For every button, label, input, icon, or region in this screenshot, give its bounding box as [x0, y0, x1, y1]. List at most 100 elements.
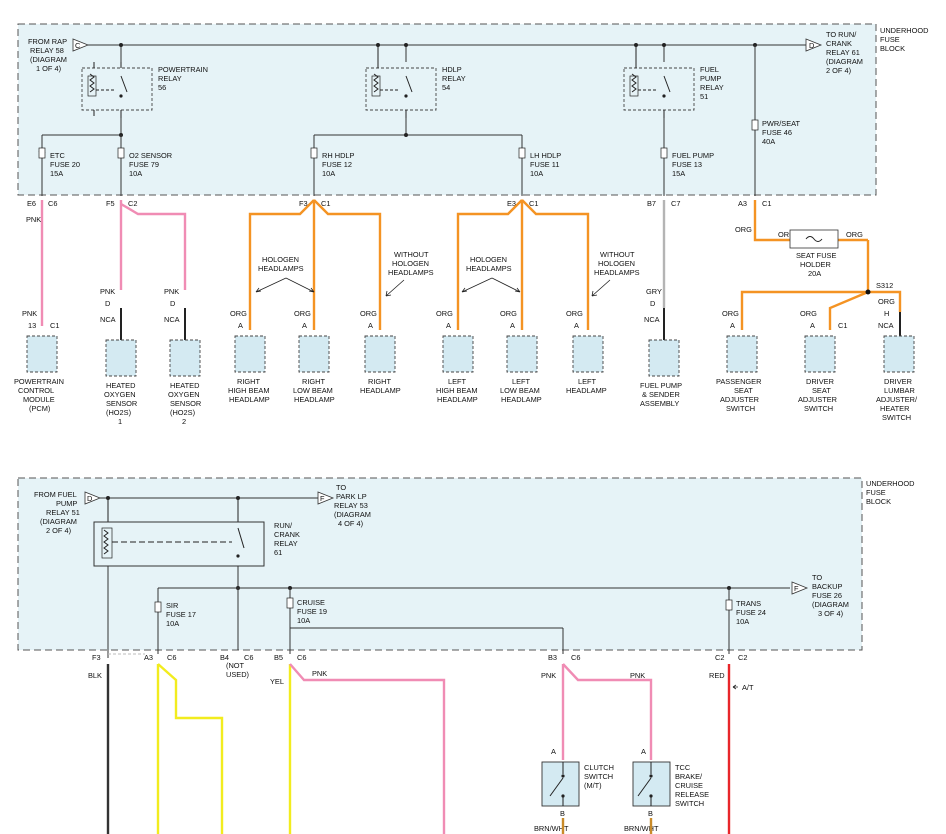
svg-text:BLOCK: BLOCK: [880, 44, 905, 53]
svg-text:HOLOGEN: HOLOGEN: [392, 259, 429, 268]
svg-text:UNDERHOOD: UNDERHOOD: [866, 479, 914, 488]
svg-text:RELAY: RELAY: [274, 539, 298, 548]
svg-text:D: D: [809, 41, 814, 50]
tcc-brake-cruise-release-switch: TCC BRAKE/ CRUISE RELEASE SWITCH B BRN/W…: [624, 761, 709, 834]
svg-text:E3: E3: [507, 199, 516, 208]
svg-text:ORG: ORG: [500, 309, 517, 318]
svg-text:FUSE: FUSE: [880, 35, 900, 44]
svg-text:(DIAGRAM: (DIAGRAM: [826, 57, 863, 66]
svg-text:LEFT: LEFT: [448, 377, 467, 386]
svg-text:FUSE 19: FUSE 19: [297, 607, 327, 616]
svg-text:ORG: ORG: [778, 230, 795, 239]
svg-text:HEADLAMP: HEADLAMP: [566, 386, 607, 395]
svg-text:TO: TO: [336, 483, 346, 492]
svg-text:B3: B3: [548, 653, 557, 662]
svg-text:TRANS: TRANS: [736, 599, 761, 608]
svg-text:RELAY: RELAY: [158, 74, 182, 83]
svg-text:HEADLAMP: HEADLAMP: [501, 395, 542, 404]
svg-text:ORG: ORG: [878, 297, 895, 306]
fuse-sir: SIR FUSE 17 10A: [154, 588, 196, 654]
svg-text:POWERTRAIN: POWERTRAIN: [14, 377, 64, 386]
wire-pnk-ho2s: PNK D NCA PNK D NCA: [100, 200, 187, 340]
fuse-pwr-seat: PWR/SEAT FUSE 46 40A: [751, 119, 801, 196]
svg-text:54: 54: [442, 83, 450, 92]
svg-text:2: 2: [182, 417, 186, 426]
svg-text:ORG: ORG: [735, 225, 752, 234]
svg-text:PNK: PNK: [312, 669, 327, 678]
svg-text:D: D: [87, 494, 92, 503]
svg-text:RH HDLP: RH HDLP: [322, 151, 355, 160]
svg-text:FUSE 11: FUSE 11: [530, 160, 559, 169]
svg-text:C1: C1: [529, 199, 538, 208]
svg-text:ADJUSTER: ADJUSTER: [720, 395, 759, 404]
svg-text:C2: C2: [128, 199, 137, 208]
svg-text:HEATED: HEATED: [106, 381, 135, 390]
svg-text:A: A: [446, 321, 451, 330]
svg-text:A: A: [641, 747, 646, 756]
svg-text:C6: C6: [167, 653, 176, 662]
svg-text:LH HDLP: LH HDLP: [530, 151, 561, 160]
svg-text:NCA: NCA: [878, 321, 894, 330]
svg-text:CRANK: CRANK: [826, 39, 852, 48]
svg-text:15A: 15A: [672, 169, 685, 178]
svg-text:PNK: PNK: [630, 671, 645, 680]
component-ho2s-1: HEATED OXYGEN SENSOR (HO2S) 1: [104, 339, 137, 426]
wire-yel-cruise: YEL: [270, 664, 292, 834]
underhood-fuse-block-bottom: [17, 477, 863, 651]
svg-text:MODULE: MODULE: [23, 395, 55, 404]
svg-text:PUMP: PUMP: [56, 499, 77, 508]
svg-text:HDLP: HDLP: [442, 65, 462, 74]
fuel-pump-relay: FUEL PUMP RELAY 51: [623, 43, 724, 118]
fuse-lh-hdlp: LH HDLP FUSE 11 10A: [518, 135, 561, 196]
svg-text:LUMBAR: LUMBAR: [884, 386, 915, 395]
svg-text:A: A: [551, 747, 556, 756]
svg-text:HEADLAMP: HEADLAMP: [294, 395, 335, 404]
component-right-headlamp: RIGHT HEADLAMP: [360, 335, 401, 395]
fuse-rh-hdlp: RH HDLP FUSE 12 10A: [310, 135, 355, 196]
svg-text:A: A: [730, 321, 735, 330]
svg-text:2 OF 4): 2 OF 4): [46, 526, 71, 535]
svg-text:PNK: PNK: [22, 309, 37, 318]
to-run-crank-connector: D TO RUN/ CRANK RELAY 61 (DIAGRAM 2 OF 4…: [805, 30, 863, 75]
svg-text:B4: B4: [220, 653, 229, 662]
svg-text:BLOCK: BLOCK: [866, 497, 891, 506]
svg-text:LOW BEAM: LOW BEAM: [293, 386, 333, 395]
svg-text:E6: E6: [27, 199, 36, 208]
svg-text:HEADLAMP: HEADLAMP: [229, 395, 270, 404]
svg-text:13: 13: [28, 321, 36, 330]
component-right-low-beam: RIGHT LOW BEAM HEADLAMP: [293, 335, 335, 404]
fuse-cruise: CRUISE FUSE 19 10A: [286, 588, 564, 654]
svg-text:B7: B7: [647, 199, 656, 208]
svg-text:DRIVER: DRIVER: [884, 377, 912, 386]
svg-text:BLK: BLK: [88, 671, 102, 680]
svg-text:PUMP: PUMP: [700, 74, 721, 83]
svg-text:ETC: ETC: [50, 151, 65, 160]
svg-text:D: D: [170, 299, 175, 308]
svg-text:A: A: [368, 321, 373, 330]
wire-blk-ground: BLK: [88, 664, 110, 834]
svg-text:(HO2S): (HO2S): [170, 408, 195, 417]
hologen-annotation-right: HOLOGEN HEADLAMPS WITHOUT HOLOGEN HEADLA…: [255, 250, 434, 297]
svg-text:B: B: [560, 809, 565, 818]
svg-text:SEAT: SEAT: [812, 386, 831, 395]
svg-text:CRANK: CRANK: [274, 530, 300, 539]
svg-text:F: F: [794, 584, 799, 593]
svg-text:GRY: GRY: [646, 287, 662, 296]
svg-text:ORG: ORG: [360, 309, 377, 318]
wire-yel-sir: [156, 663, 224, 834]
svg-text:LEFT: LEFT: [512, 377, 531, 386]
svg-text:FUSE 17: FUSE 17: [166, 610, 196, 619]
hologen-annotation-left: HOLOGEN HEADLAMPS WITHOUT HOLOGEN HEADLA…: [461, 250, 640, 297]
svg-text:A: A: [510, 321, 515, 330]
svg-text:(PCM): (PCM): [29, 404, 50, 413]
to-backup-connector: F TO BACKUP FUSE 26 (DIAGRAM 3 OF 4): [791, 573, 849, 618]
svg-text:HEADLAMPS: HEADLAMPS: [594, 268, 640, 277]
svg-text:F: F: [320, 494, 325, 503]
svg-text:LEFT: LEFT: [578, 377, 597, 386]
svg-text:HOLOGEN: HOLOGEN: [262, 255, 299, 264]
wire-pnk-pcm: PNK PNK 13 C1: [22, 200, 59, 330]
svg-text:HOLOGEN: HOLOGEN: [470, 255, 507, 264]
svg-text:NCA: NCA: [164, 315, 180, 324]
svg-text:S312: S312: [876, 281, 893, 290]
svg-text:HEATED: HEATED: [170, 381, 199, 390]
